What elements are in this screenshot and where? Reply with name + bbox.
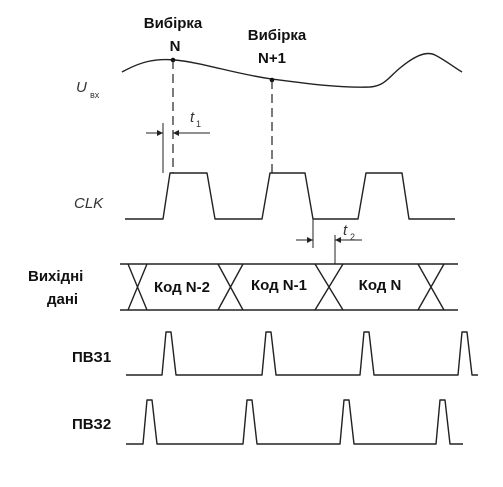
pvz1-label: ПВЗ1 — [72, 349, 111, 366]
pvz2-label: ПВЗ2 — [72, 416, 111, 433]
output-bus-transition-2 — [217, 263, 244, 311]
sample-n-label-line2: N — [170, 38, 181, 55]
t2-subscript: 2 — [350, 232, 355, 242]
sample-n-label-line1: Вибірка — [144, 15, 203, 32]
t1-label: t — [190, 109, 195, 126]
output-bus-transition-3 — [314, 263, 344, 311]
input-signal-label: U — [76, 79, 87, 96]
code-n-minus-2: Код N-2 — [154, 279, 210, 296]
code-n: Код N — [359, 277, 402, 294]
t1-subscript: 1 — [196, 119, 201, 129]
pvz2-waveform — [126, 399, 463, 445]
t1-arrowhead-left — [157, 130, 163, 136]
output-bus-transition-1 — [127, 263, 148, 311]
code-n-minus-1: Код N-1 — [251, 277, 307, 294]
t2-label: t — [343, 222, 348, 239]
output-data-label-line2: дані — [47, 291, 78, 308]
clk-waveform — [125, 172, 455, 220]
input-signal-subscript: вх — [90, 90, 100, 100]
t2-arrowhead-left — [307, 237, 313, 243]
output-bus-transition-4 — [417, 263, 445, 311]
output-data-label-line1: Вихідні — [28, 268, 83, 285]
clk-label: CLK — [74, 195, 104, 212]
sample-n1-label-line2: N+1 — [258, 50, 286, 67]
t2-arrowhead-right — [335, 237, 341, 243]
pvz1-waveform — [126, 331, 478, 376]
sample-n1-label-line1: Вибірка — [248, 27, 307, 44]
t1-arrowhead-right — [173, 130, 179, 136]
